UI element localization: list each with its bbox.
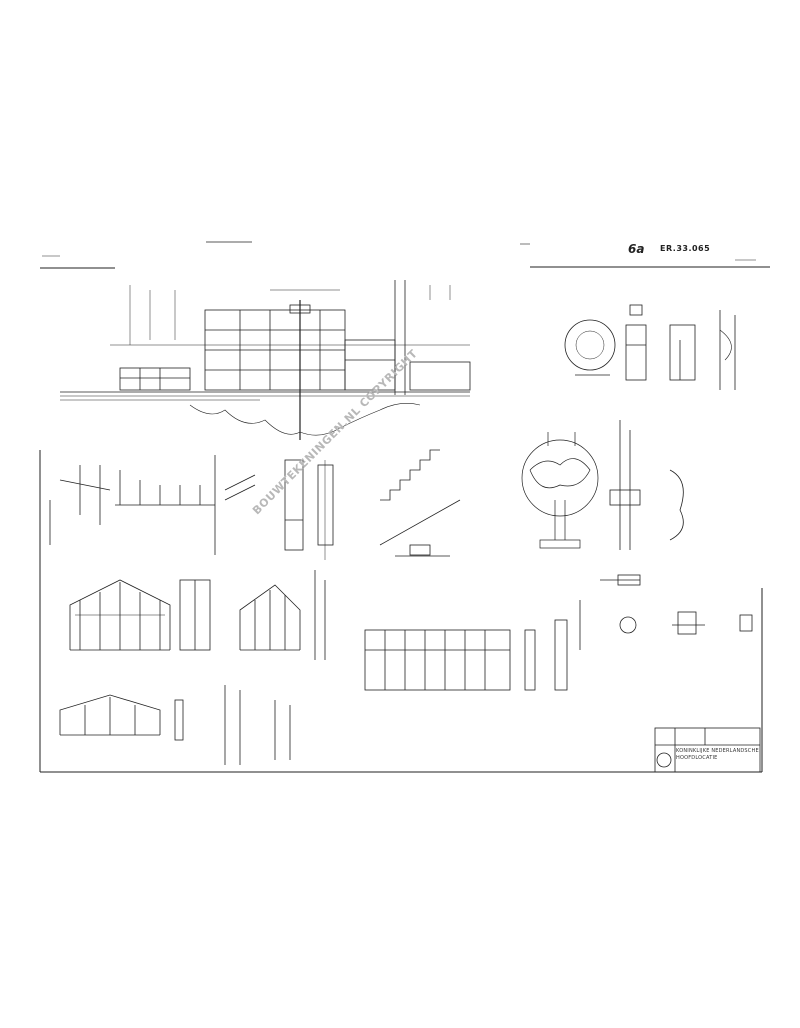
sheet-border (39, 241, 770, 773)
sheet-number: 6a (628, 242, 645, 256)
gable-elevation-drawings (59, 570, 326, 741)
company-seal-icon (656, 752, 672, 768)
front-elevation-drawing (60, 280, 471, 440)
detail-drawings-top-right (564, 304, 736, 390)
stair-section-drawing (379, 449, 461, 557)
title-block-line-2: HOOFDLOCATIE (676, 755, 718, 761)
vertical-section-right (609, 420, 684, 550)
title-block (654, 727, 761, 773)
tree-detail-drawing (521, 432, 599, 549)
lower-middle-details (224, 574, 753, 765)
section-drawings-middle-left (49, 455, 334, 560)
drawing-code: ER.33.065 (660, 244, 711, 253)
title-block-line-1: KONINKLIJKE NEDERLANDSCHE (676, 748, 759, 754)
